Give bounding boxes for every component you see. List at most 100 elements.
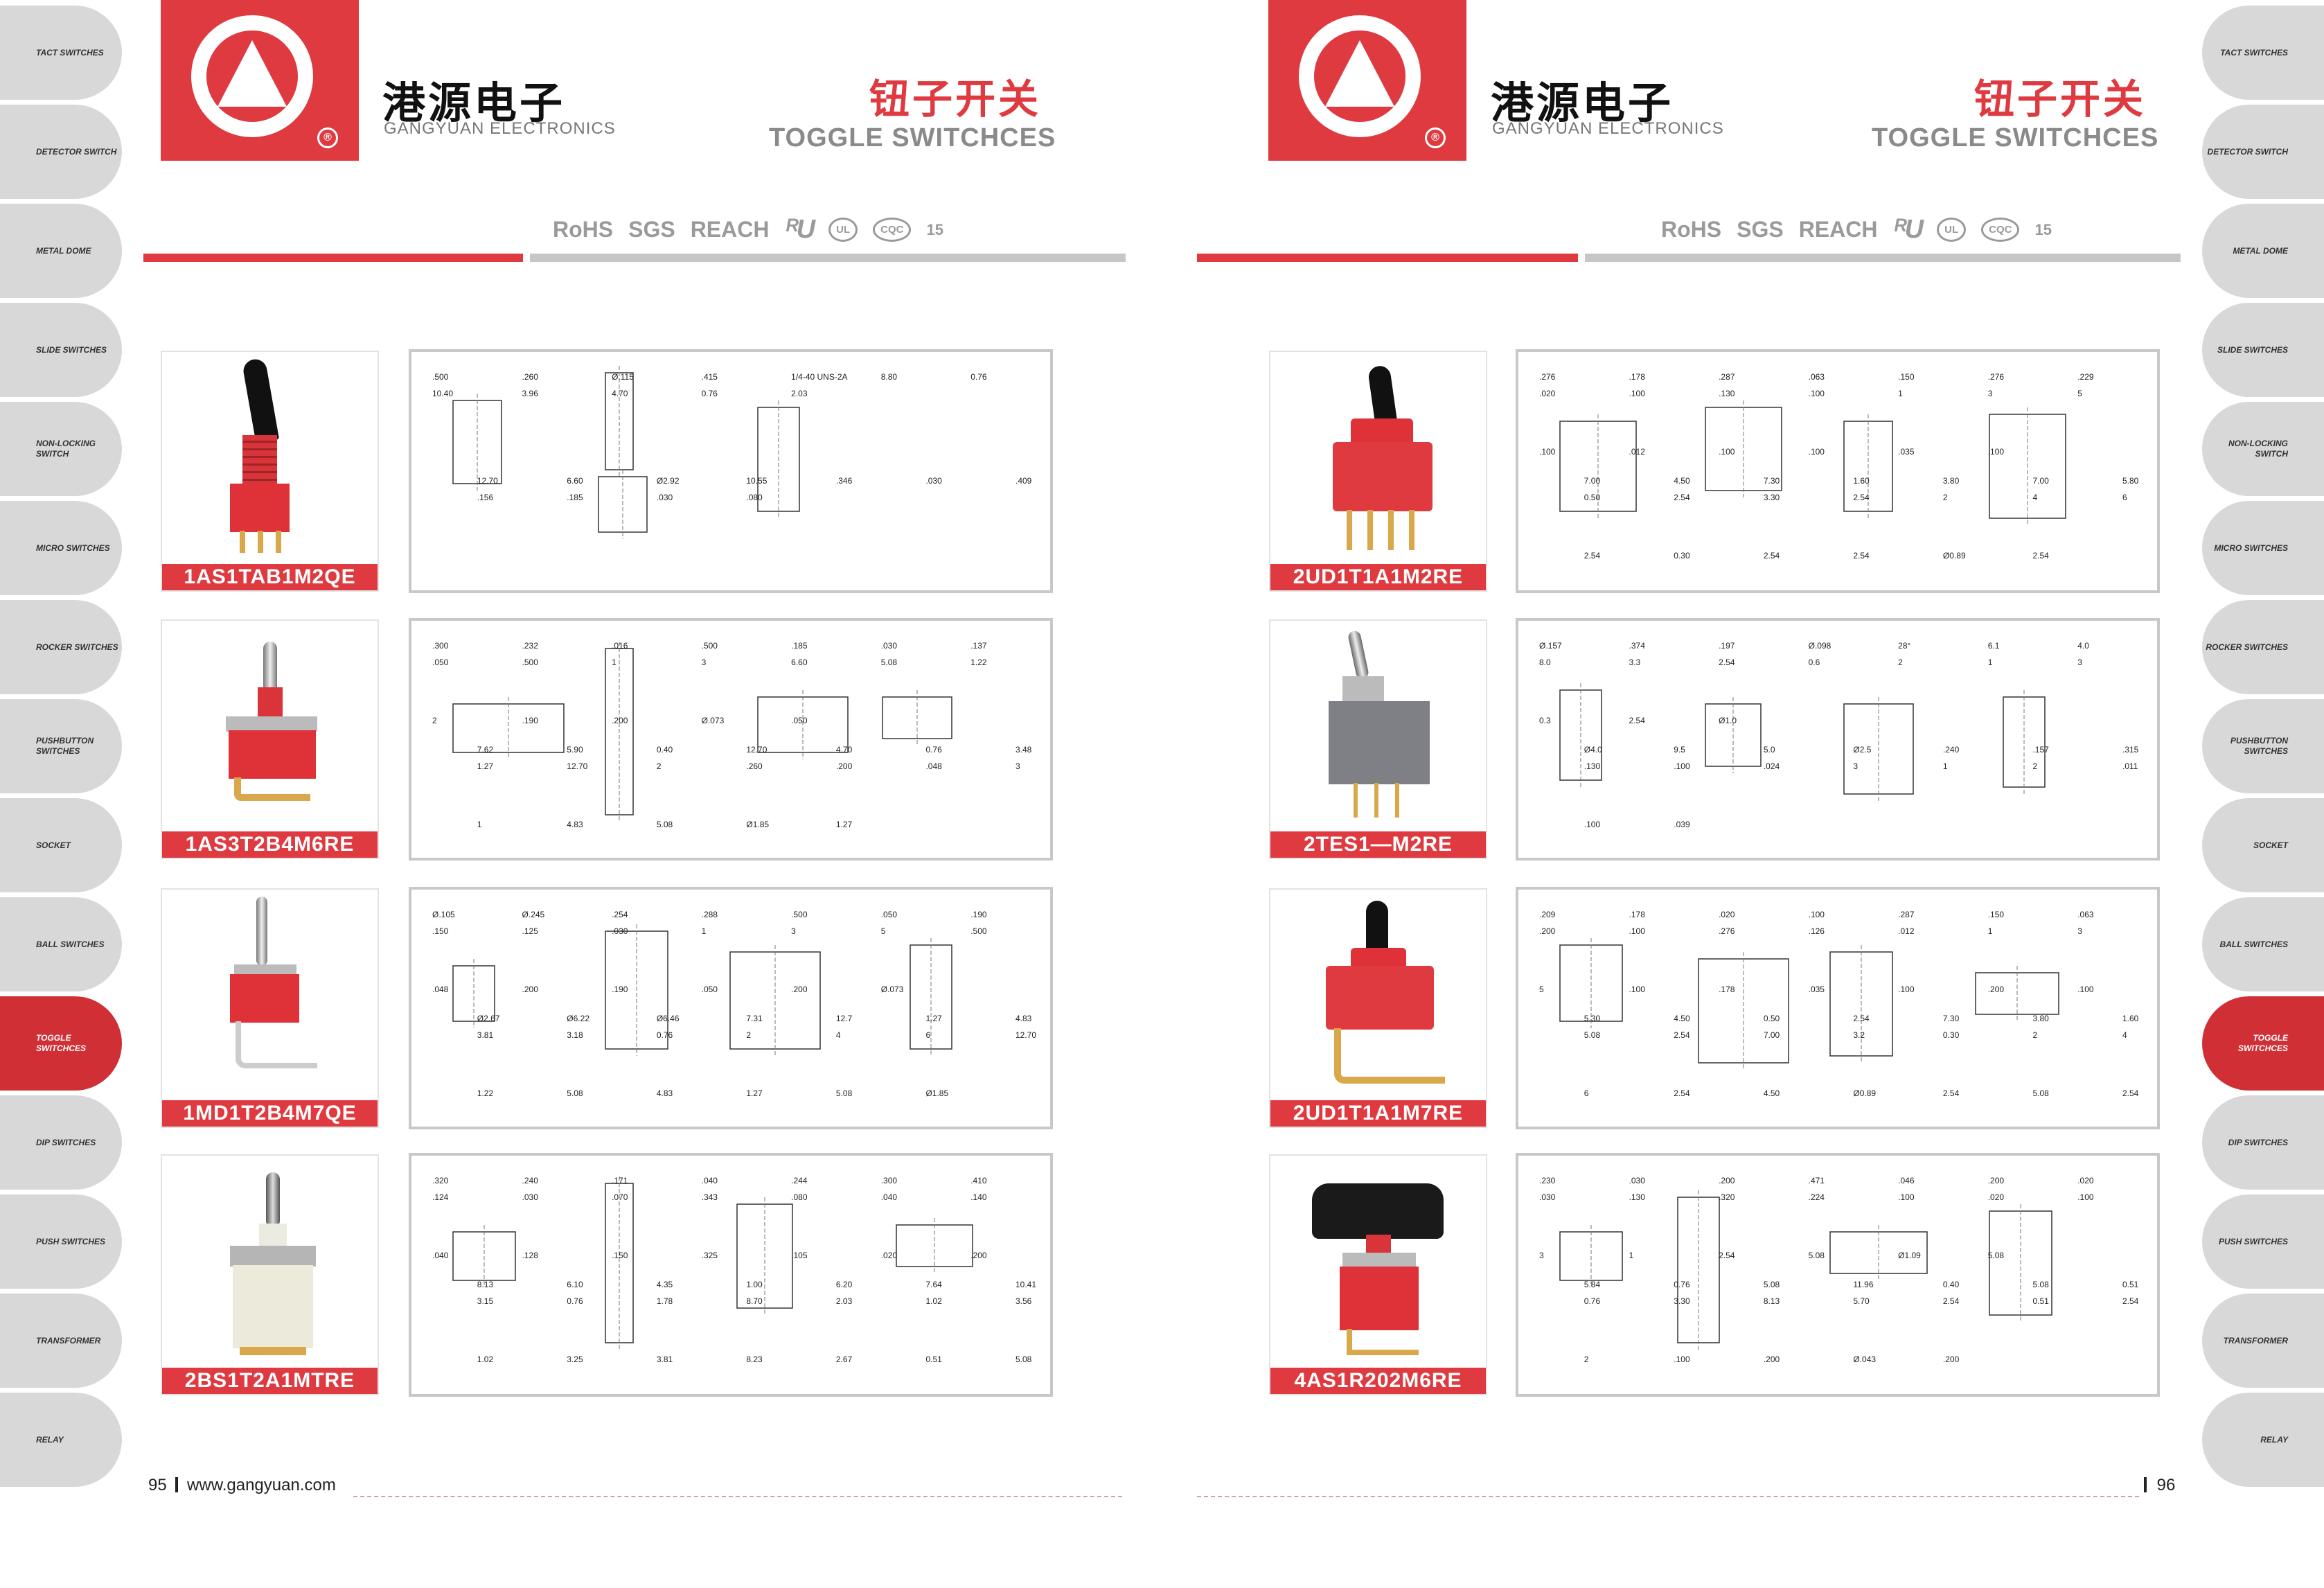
dimension-label: .200 xyxy=(1539,926,1556,936)
tab-detector-switch[interactable]: DETECTOR SWITCH xyxy=(0,105,122,199)
website-link[interactable]: www.gangyuan.com xyxy=(187,1476,336,1494)
dimension-label: 2.03 xyxy=(836,1296,853,1306)
toggle-lever xyxy=(256,897,267,966)
dimension-label: .315 xyxy=(2122,745,2139,755)
dimension-label: 2.54 xyxy=(1853,1014,1870,1023)
dimension-label: 8.13 xyxy=(1764,1296,1780,1306)
tab-push-switches[interactable]: PUSH SWITCHES xyxy=(2202,1194,2324,1289)
dimension-label: Ø2.5 xyxy=(1853,745,1871,755)
product-photo-card[interactable]: 2UD1T1A1M2RE xyxy=(1269,351,1487,592)
tab-rocker-switches[interactable]: ROCKER SWITCHES xyxy=(0,600,122,694)
dimension-label: .050 xyxy=(881,910,898,919)
tab-detector-switch[interactable]: DETECTOR SWITCH xyxy=(2202,105,2324,199)
dimension-label: 6.1 xyxy=(1988,641,2000,651)
tab-ball-switches[interactable]: BALL SWITCHES xyxy=(0,897,122,991)
tab-rocker-switches[interactable]: ROCKER SWITCHES xyxy=(2202,600,2324,694)
dimension-label: 1.22 xyxy=(970,658,987,667)
dimension-label: 0.51 xyxy=(925,1355,942,1364)
dimension-label: .012 xyxy=(1898,926,1915,936)
tab-relay[interactable]: RELAY xyxy=(2202,1393,2324,1487)
dimension-label: 4.35 xyxy=(657,1280,673,1289)
dimension-label: 8.23 xyxy=(746,1355,763,1364)
product-photo-card[interactable]: 2TES1—M2RE xyxy=(1269,619,1487,859)
dimension-label: 6.20 xyxy=(836,1280,853,1289)
tab-dip-switches[interactable]: DIP SWITCHES xyxy=(0,1095,122,1190)
dimension-label: .325 xyxy=(702,1251,718,1260)
dimension-label: 1.02 xyxy=(477,1355,494,1364)
tab-pushbutton-switches[interactable]: PUSHBUTTON SWITCHES xyxy=(0,699,122,793)
dimension-label: .374 xyxy=(1629,641,1646,651)
product-photo-card[interactable]: 2UD1T1A1M7RE xyxy=(1269,888,1487,1128)
category-title-cn: 钮子开关 xyxy=(1974,77,2147,122)
tab-socket[interactable]: SOCKET xyxy=(0,798,122,892)
tab-micro-switches[interactable]: MICRO SWITCHES xyxy=(2202,501,2324,595)
dimension-label: .100 xyxy=(1809,447,1825,457)
dimension-label: .039 xyxy=(1674,820,1690,829)
tab-tact-switches[interactable]: TACT SWITCHES xyxy=(2202,6,2324,100)
tab-pushbutton-switches[interactable]: PUSHBUTTON SWITCHES xyxy=(2202,699,2324,793)
tab-slide-switches[interactable]: SLIDE SWITCHES xyxy=(2202,303,2324,397)
tab-micro-switches[interactable]: MICRO SWITCHES xyxy=(0,501,122,595)
dimension-label: .100 xyxy=(1809,910,1825,919)
dimension-label: .020 xyxy=(1719,910,1735,919)
dimension-label: 10.55 xyxy=(746,476,767,486)
tab-slide-switches[interactable]: SLIDE SWITCHES xyxy=(0,303,122,397)
dimension-label: 3 xyxy=(2077,926,2082,936)
dimension-label: .500 xyxy=(432,372,449,382)
dimension-label: .185 xyxy=(567,493,583,502)
tab-push-switches[interactable]: PUSH SWITCHES xyxy=(0,1194,122,1289)
tab-non-locking-switch[interactable]: NON-LOCKING SWITCH xyxy=(0,402,122,496)
dimension-label: .100 xyxy=(1629,926,1646,936)
dimension-label: .288 xyxy=(702,910,718,919)
product-photo-card[interactable]: 1MD1T2B4M7QE xyxy=(161,888,379,1128)
dimension-label: 2.54 xyxy=(1674,493,1690,502)
tab-metal-dome[interactable]: METAL DOME xyxy=(0,204,122,298)
dimension-label: .320 xyxy=(432,1176,449,1185)
tab-transformer[interactable]: TRANSFORMER xyxy=(2202,1294,2324,1388)
tab-dip-switches[interactable]: DIP SWITCHES xyxy=(2202,1095,2324,1190)
dimension-label: .100 xyxy=(1629,389,1646,398)
dimension-label: Ø6.46 xyxy=(657,1014,680,1023)
dimension-label: .156 xyxy=(477,493,494,502)
tab-non-locking-switch[interactable]: NON-LOCKING SWITCH xyxy=(2202,402,2324,496)
brand-logo: ® xyxy=(161,0,359,161)
dimension-label: Ø1.09 xyxy=(1898,1251,1921,1260)
tab-metal-dome[interactable]: METAL DOME xyxy=(2202,204,2324,298)
dimension-label: 5.08 xyxy=(2032,1280,2049,1289)
dimension-label: .050 xyxy=(791,716,808,725)
tab-ball-switches[interactable]: BALL SWITCHES xyxy=(2202,897,2324,991)
toggle-lever xyxy=(266,1172,280,1228)
product-photo-card[interactable]: 2BS1T2A1MTRE xyxy=(161,1154,379,1395)
dimension-label: Ø1.85 xyxy=(925,1088,948,1098)
dimension-label: .040 xyxy=(702,1176,718,1185)
dimension-label: Ø2.67 xyxy=(477,1014,500,1023)
product-model-label: 2TES1—M2RE xyxy=(1270,831,1486,858)
dimension-label: .185 xyxy=(791,641,808,651)
dimension-label: 3.25 xyxy=(567,1355,583,1364)
dimension-label: 7.00 xyxy=(1584,476,1601,486)
dimension-label: .126 xyxy=(1809,926,1825,936)
tab-toggle-switches[interactable]: TOGGLE SWITCHCES xyxy=(2202,996,2324,1091)
dimension-label: 7.31 xyxy=(746,1014,763,1023)
dimension-label: 5.08 xyxy=(1809,1251,1825,1260)
tab-relay[interactable]: RELAY xyxy=(0,1393,122,1487)
dimension-label: .080 xyxy=(746,493,763,502)
dimension-label: .130 xyxy=(1584,761,1601,771)
product-photo-card[interactable]: 1AS1TAB1M2QE xyxy=(161,351,379,592)
dimension-label: 2 xyxy=(1943,493,1948,502)
dimension-label: 5.90 xyxy=(567,745,583,755)
dimension-label: 2 xyxy=(2032,1030,2037,1040)
dimension-label: Ø.073 xyxy=(881,985,904,994)
dimension-label: 0.40 xyxy=(657,745,673,755)
dimension-label: 4.70 xyxy=(612,389,628,398)
dimension-label: .500 xyxy=(702,641,718,651)
product-photo-card[interactable]: 4AS1R202M6RE xyxy=(1269,1154,1487,1395)
product-photo-card[interactable]: 1AS3T2B4M6RE xyxy=(161,619,379,859)
tab-tact-switches[interactable]: TACT SWITCHES xyxy=(0,6,122,100)
dimension-label: .500 xyxy=(970,926,987,936)
enec-mark-icon: 15 xyxy=(2034,220,2052,238)
tab-toggle-switches[interactable]: TOGGLE SWITCHCES xyxy=(0,996,122,1091)
tab-transformer[interactable]: TRANSFORMER xyxy=(0,1294,122,1388)
tab-socket[interactable]: SOCKET xyxy=(2202,798,2324,892)
